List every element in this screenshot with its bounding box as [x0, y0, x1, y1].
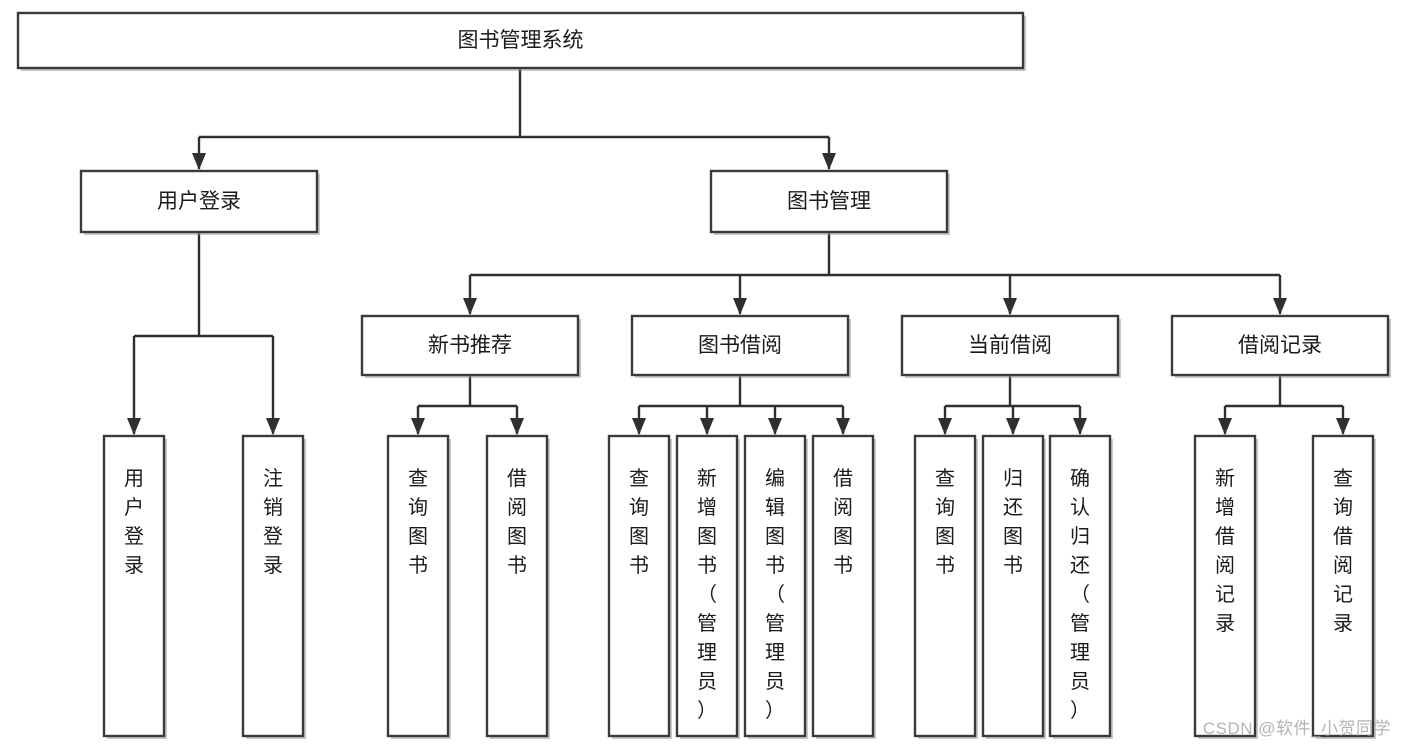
box-outline	[675, 434, 739, 738]
arrow-to-leaf-logout	[266, 418, 280, 435]
node-leaf-add-record[interactable]: 新增借阅记录	[1193, 434, 1258, 739]
node-new-book-recommend[interactable]: 新书推荐	[360, 314, 581, 378]
box-outline	[743, 434, 807, 738]
arrow-to-leaf-user-login	[127, 418, 141, 435]
arrow-to-leaf-edit-book	[768, 418, 782, 435]
node-label: 查询借阅记录	[1333, 467, 1353, 635]
node-leaf-user-login[interactable]: 用户登录	[102, 434, 167, 739]
arrow-to-book-borrow	[733, 298, 747, 315]
node-root-system[interactable]: 图书管理系统	[16, 11, 1026, 71]
node-leaf-query-book-3[interactable]: 查询图书	[913, 434, 978, 739]
box-outline	[360, 314, 580, 377]
arrow-to-new-book-recommend	[463, 298, 477, 315]
node-leaf-borrow-book-1[interactable]: 借阅图书	[485, 434, 550, 739]
arrow-to-leaf-add-book	[700, 418, 714, 435]
arrow-to-leaf-add-record	[1218, 418, 1232, 435]
box-outline	[241, 434, 305, 738]
node-leaf-query-book-1[interactable]: 查询图书	[386, 434, 451, 739]
node-leaf-query-book-2[interactable]: 查询图书	[607, 434, 672, 739]
box-outline	[607, 434, 671, 738]
node-label: 借阅图书	[833, 467, 853, 577]
node-label: 当前借阅	[968, 334, 1052, 357]
node-label: 用户登录	[124, 468, 144, 577]
node-borrow-record[interactable]: 借阅记录	[1170, 314, 1391, 378]
node-leaf-logout[interactable]: 注销登录	[241, 434, 306, 739]
box-outline	[485, 434, 549, 738]
arrow-to-current-borrow	[1003, 298, 1017, 315]
box-outline	[79, 169, 319, 234]
box-outline	[102, 434, 166, 738]
arrow-to-leaf-borrow-book-1	[510, 418, 524, 435]
node-book-borrow[interactable]: 图书借阅	[630, 314, 851, 378]
arrow-to-book-manage	[822, 153, 836, 170]
node-label: 新书推荐	[428, 334, 512, 357]
node-label: 归还图书	[1003, 467, 1023, 577]
node-leaf-edit-book[interactable]: 编辑图书（管理员）	[743, 434, 808, 739]
box-outline	[1170, 314, 1390, 377]
arrow-to-user-login	[192, 153, 206, 170]
node-label: 编辑图书（管理员）	[765, 467, 785, 722]
arrow-to-leaf-query-book-2	[632, 418, 646, 435]
node-book-manage[interactable]: 图书管理	[709, 169, 950, 235]
box-outline	[811, 434, 875, 738]
arrow-to-leaf-query-record	[1336, 418, 1350, 435]
node-user-login[interactable]: 用户登录	[79, 169, 320, 235]
box-outline	[913, 434, 977, 738]
csdn-watermark: CSDN @软件_小贺同学	[1202, 719, 1391, 738]
node-label: 图书管理系统	[458, 29, 584, 52]
node-label: 图书借阅	[698, 334, 782, 357]
box-outline	[1048, 434, 1112, 738]
node-label: 借阅记录	[1238, 334, 1322, 357]
box-outline	[386, 434, 450, 738]
arrow-to-leaf-query-book-1	[411, 418, 425, 435]
arrow-to-leaf-borrow-book-2	[836, 418, 850, 435]
node-label: 查询图书	[935, 467, 955, 577]
node-leaf-add-book[interactable]: 新增图书（管理员）	[675, 434, 740, 739]
node-label: 确认归还（管理员）	[1070, 467, 1090, 722]
node-label: 新增图书（管理员）	[697, 467, 717, 722]
node-leaf-borrow-book-2[interactable]: 借阅图书	[811, 434, 876, 739]
node-label: 图书管理	[787, 190, 871, 213]
node-leaf-query-record[interactable]: 查询借阅记录	[1311, 434, 1376, 739]
node-label: 借阅图书	[507, 467, 527, 577]
arrow-to-leaf-query-book-3	[938, 418, 952, 435]
box-outline	[709, 169, 949, 234]
node-current-borrow[interactable]: 当前借阅	[900, 314, 1121, 378]
node-label: 新增借阅记录	[1215, 467, 1235, 635]
node-label: 查询图书	[629, 467, 649, 577]
box-outline	[630, 314, 850, 377]
box-outline	[900, 314, 1120, 377]
box-outline	[16, 11, 1025, 70]
node-label: 用户登录	[157, 190, 241, 213]
box-outline	[1193, 434, 1257, 738]
connector-layer	[127, 68, 1350, 435]
arrow-to-leaf-return-book	[1006, 418, 1020, 435]
node-leaf-return-book[interactable]: 归还图书	[981, 434, 1046, 739]
box-outline	[981, 434, 1045, 738]
node-label: 注销登录	[263, 467, 283, 577]
arrow-to-borrow-record	[1273, 298, 1287, 315]
node-leaf-confirm-return[interactable]: 确认归还（管理员）	[1048, 434, 1113, 739]
node-label: 查询图书	[408, 467, 428, 577]
node-layer: 图书管理系统用户登录图书管理新书推荐图书借阅当前借阅借阅记录用户登录注销登录查询…	[16, 11, 1391, 739]
box-outline	[1311, 434, 1375, 738]
arrow-to-leaf-confirm-return	[1073, 418, 1087, 435]
